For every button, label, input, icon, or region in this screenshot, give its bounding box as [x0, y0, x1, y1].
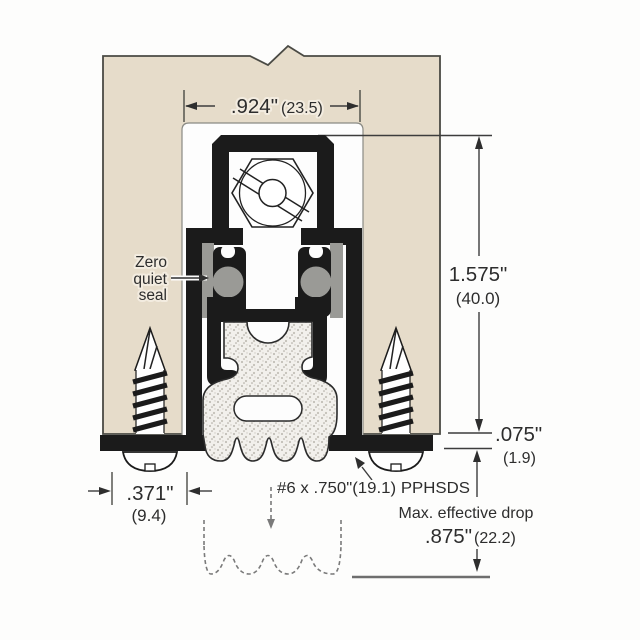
left-screw-tip-facet-1	[143, 329, 151, 370]
right-screw-phillips-slot	[390, 463, 402, 472]
max-drop-metric: (22.2)	[474, 530, 516, 547]
carrier-bar-left-shoulder	[207, 297, 243, 311]
right-gray-backing	[330, 243, 343, 318]
left-screw-tip-facet-2	[149, 345, 158, 370]
dim-face-arrow-right	[188, 487, 200, 495]
left-screw-phillips-slot	[144, 463, 156, 472]
dim-face-inch: .371"	[126, 482, 173, 505]
dim-gap-arrow-up	[473, 450, 481, 462]
dim-height-arrow-down	[475, 419, 483, 432]
screw-spec-label: #6 x .750"(19.1) PPHSDS	[277, 480, 470, 497]
mounting-screw-right	[367, 325, 425, 472]
right-screw-tip-facet-1	[389, 329, 397, 370]
left-seal-bulb	[212, 266, 244, 298]
left-retainer-notch	[221, 245, 235, 258]
dropped-seal-outline	[203, 487, 342, 575]
dim-face-arrow-left	[99, 487, 111, 495]
rubber-seal-body	[202, 321, 338, 462]
dropped-seal-wave	[203, 545, 342, 575]
dim-housing-height: 1.575" (40.0)	[447, 136, 509, 434]
carrier-bar	[207, 309, 327, 322]
right-screw-threads	[378, 370, 414, 433]
zero-quiet-seal-assembly	[202, 243, 343, 322]
screw-spec-arrowhead	[355, 457, 365, 469]
dim-width-inch: .924"	[231, 95, 278, 118]
zero-quiet-seal-line1: Zero	[135, 254, 167, 271]
seal-leader-arrowhead	[199, 274, 209, 282]
dim-height-arrow-up	[475, 136, 483, 149]
right-face-plate	[346, 228, 362, 435]
zero-quiet-seal-line3: seal	[139, 287, 167, 304]
hex-adjustment-nut	[231, 158, 314, 228]
dim-face-metric: (9.4)	[132, 506, 167, 525]
dim-face-width: .371" (9.4)	[88, 472, 212, 527]
left-bottom-flange	[100, 435, 220, 451]
dim-gap-inch: .075"	[495, 423, 542, 446]
channel-left-hook	[207, 320, 239, 386]
dim-height-inch: 1.575"	[449, 263, 508, 286]
max-drop-value: .875"	[425, 525, 472, 548]
seal-channel	[207, 320, 327, 386]
max-drop-arrow-down	[473, 559, 481, 572]
dim-height-metric: (40.0)	[456, 289, 500, 308]
dim-groove-width: .924" (23.5)	[183, 90, 361, 122]
screw-spec-leader	[361, 466, 373, 481]
right-retainer-notch	[309, 245, 323, 258]
dim-flange-thickness: .075" (1.9)	[444, 421, 544, 497]
mounting-screw-left	[121, 325, 179, 472]
left-screw-threads	[132, 370, 168, 433]
carrier-bar-right-shoulder	[295, 297, 327, 311]
right-bottom-flange	[329, 435, 433, 451]
dim-width-arrow-left	[185, 102, 197, 110]
dim-width-arrow-right	[347, 102, 359, 110]
zero-quiet-seal-line2: quiet	[133, 271, 167, 288]
pivot-circle	[258, 178, 287, 208]
housing-top-bar	[212, 135, 334, 152]
max-drop-label: Max. effective drop	[399, 505, 534, 522]
max-drop-callout: Max. effective drop .875" (22.2)	[397, 503, 536, 572]
left-face-plate	[186, 228, 202, 435]
screw-spec-callout: #6 x .750"(19.1) PPHSDS	[275, 457, 472, 499]
right-screw-tip-facet-2	[395, 345, 404, 370]
right-seal-bulb	[300, 266, 332, 298]
dim-width-metric: (23.5)	[281, 100, 323, 117]
dim-gap-metric: (1.9)	[503, 450, 536, 467]
housing-right-wall	[317, 150, 334, 230]
drop-direction-arrowhead	[267, 519, 275, 529]
rubber-seal-insert	[202, 321, 338, 462]
hex-nut-chamfer-circle	[238, 159, 307, 227]
zero-quiet-seal-callout: Zero quiet seal	[131, 252, 209, 306]
housing-left-wall	[212, 150, 229, 230]
channel-right-hook	[295, 320, 327, 386]
rubber-seal-slot	[233, 395, 303, 422]
